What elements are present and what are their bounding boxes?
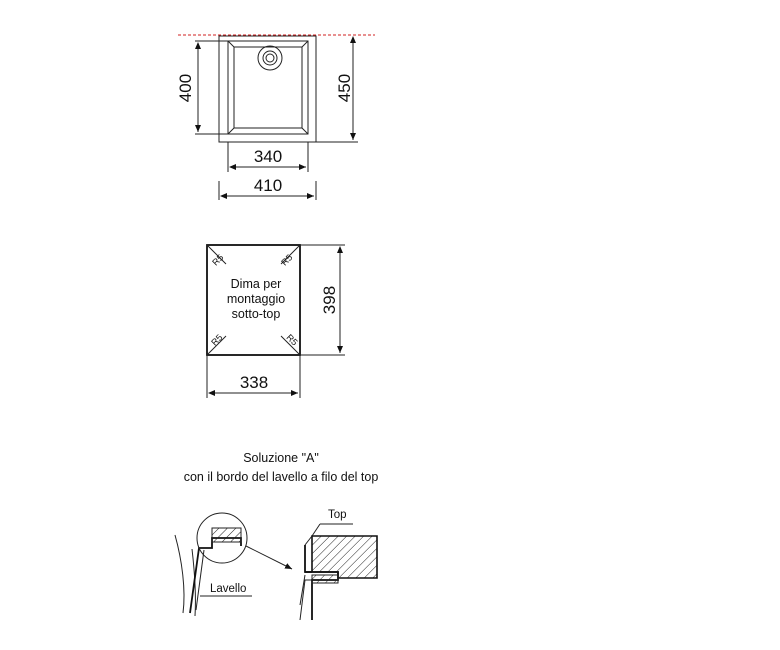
sink-outer-outline [218, 35, 317, 143]
label-sink: Lavello [210, 583, 246, 595]
template-outline [206, 244, 301, 356]
corner-radius-label-tr: R5 [279, 252, 294, 267]
enlarged-detail: Top [299, 509, 378, 621]
dim-height-inner: 400 [176, 74, 195, 102]
label-top: Top [328, 509, 347, 521]
top-view: 400 450 340 410 [176, 34, 375, 200]
section-detail: Soluzione "A" con il bordo del lavello a… [174, 451, 379, 621]
template-text-line2: montaggio [227, 292, 285, 306]
sink-bowl-inner [233, 46, 303, 129]
template-text-line1: Dima per [231, 277, 282, 291]
corner-radius-label-br: R5 [285, 332, 300, 347]
template-dim-width: 338 [240, 373, 268, 392]
dim-height-outer: 450 [335, 74, 354, 102]
drain-icon [257, 45, 283, 71]
sink-bowl-outline [227, 40, 309, 135]
dim-width-inner: 340 [254, 147, 282, 166]
mounting-template: R5 R5 R5 R5 Dima per montaggio sotto-top… [206, 244, 345, 398]
section-title-line1: Soluzione "A" [243, 451, 319, 465]
section-title-line2: con il bordo del lavello a filo del top [184, 470, 379, 484]
template-text-line3: sotto-top [232, 307, 281, 321]
corner-radius-label-tl: R5 [210, 252, 225, 267]
detail-circle [196, 512, 248, 564]
template-dim-height: 398 [320, 286, 339, 314]
corner-radius-label-bl: R5 [209, 332, 224, 347]
dim-width-outer: 410 [254, 176, 282, 195]
